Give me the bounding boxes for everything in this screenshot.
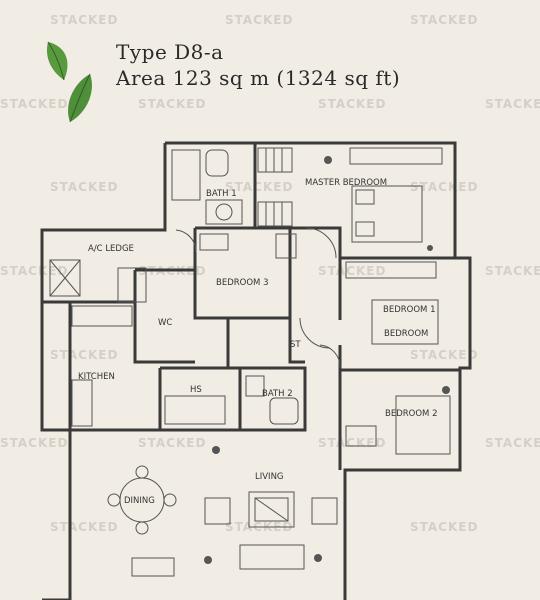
watermark: STACKED xyxy=(225,13,294,27)
room-label-master-bedroom: MASTER BEDROOM xyxy=(305,178,387,188)
room-label-hs: HS xyxy=(190,385,202,395)
watermark: STACKED xyxy=(410,348,479,362)
room-label-bedroom1-mirrored: BEDROOM xyxy=(384,329,428,339)
thin-lines xyxy=(49,147,451,577)
unit-type-title: Type D8-a xyxy=(116,40,224,64)
room-label-wc: WC xyxy=(158,318,172,328)
watermark: STACKED xyxy=(50,180,119,194)
watermark: STACKED xyxy=(410,520,479,534)
watermark: STACKED xyxy=(410,180,479,194)
walls xyxy=(40,141,472,600)
watermark: STACKED xyxy=(485,97,540,111)
watermark: STACKED xyxy=(485,436,540,450)
room-label-dining: DINING xyxy=(124,496,155,506)
room-label-bedroom2: BEDROOM 2 xyxy=(385,409,437,419)
watermark: STACKED xyxy=(0,97,69,111)
watermark: STACKED xyxy=(485,264,540,278)
watermark: STACKED xyxy=(50,348,119,362)
unit-area-title: Area 123 sq m (1324 sq ft) xyxy=(116,66,401,90)
room-label-living: LIVING xyxy=(255,472,284,482)
leaf-icon xyxy=(68,73,92,123)
watermark: STACKED xyxy=(50,520,119,534)
room-label-bath2: BATH 2 xyxy=(262,389,293,399)
watermark: STACKED xyxy=(0,264,69,278)
watermark: STACKED xyxy=(50,13,119,27)
room-label-ac-ledge: A/C LEDGE xyxy=(88,244,134,254)
watermark: STACKED xyxy=(225,180,294,194)
room-label-bedroom1: BEDROOM 1 xyxy=(383,305,435,315)
room-label-bath1: BATH 1 xyxy=(206,189,237,199)
watermark: STACKED xyxy=(138,97,207,111)
room-label-bedroom3: BEDROOM 3 xyxy=(216,278,268,288)
room-label-kitchen: KITCHEN xyxy=(78,372,115,382)
watermark: STACKED xyxy=(318,264,387,278)
plan-header: Type D8-a Area 123 sq m (1324 sq ft) xyxy=(0,0,540,123)
watermark: STACKED xyxy=(318,97,387,111)
watermark: STACKED xyxy=(0,436,69,450)
plant-icons xyxy=(204,156,450,564)
leaf-icon xyxy=(46,41,68,81)
watermark: STACKED xyxy=(138,436,207,450)
room-label-store: ST xyxy=(290,340,301,350)
door-swings xyxy=(175,227,341,369)
watermark: STACKED xyxy=(410,13,479,27)
